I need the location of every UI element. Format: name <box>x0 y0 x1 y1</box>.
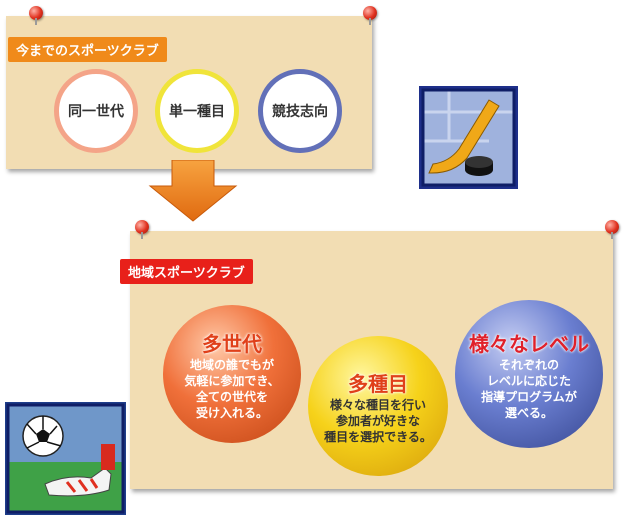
multi-sport-bubble: 多種目 様々な種目を行い 参加者が好きな 種目を選択できる。 <box>308 336 448 476</box>
bubble-text-line: 種目を選択できる。 <box>324 429 432 444</box>
ice-hockey-illustration <box>419 86 518 189</box>
single-sport-circle: 単一種目 <box>155 69 239 153</box>
pushpin-icon <box>29 6 43 25</box>
traditional-club-tag: 今までのスポーツクラブ <box>8 37 167 62</box>
bubble-text-line: 地域の誰でもが <box>189 357 274 372</box>
soccer-kick-illustration <box>5 402 126 515</box>
bubble-text-line: 指導プログラムが <box>481 389 577 404</box>
pushpin-icon <box>135 220 149 239</box>
competition-oriented-circle: 競技志向 <box>258 69 342 153</box>
bubble-text-line: 気軽に参加でき、 <box>184 373 280 388</box>
bubble-text-line: 様々な種目を行い <box>329 397 426 412</box>
pushpin-icon <box>363 6 377 25</box>
down-arrow-icon <box>148 160 238 222</box>
bubble-heading: 多種目 <box>348 371 408 396</box>
bubble-text-line: レベルに応じた <box>486 373 571 388</box>
bubble-text-line: 全ての世代を <box>195 389 268 404</box>
bubble-text-line: 参加者が好きな <box>335 413 420 428</box>
bubble-text-line: 選べる。 <box>504 405 553 420</box>
same-generation-circle: 同一世代 <box>54 69 138 153</box>
pushpin-icon <box>605 220 619 239</box>
community-club-tag: 地域スポーツクラブ <box>120 259 253 284</box>
various-levels-bubble: 様々なレベル それぞれの レベルに応じた 指導プログラムが 選べる。 <box>455 300 603 448</box>
multi-generation-bubble: 多世代 地域の誰でもが 気軽に参加でき、 全ての世代を 受け入れる。 <box>163 305 301 443</box>
bubble-text-line: 受け入れる。 <box>195 405 268 420</box>
bubble-text-line: それぞれの <box>498 357 559 372</box>
bubble-heading: 様々なレベル <box>469 331 589 356</box>
bubble-heading: 多世代 <box>202 331 262 356</box>
